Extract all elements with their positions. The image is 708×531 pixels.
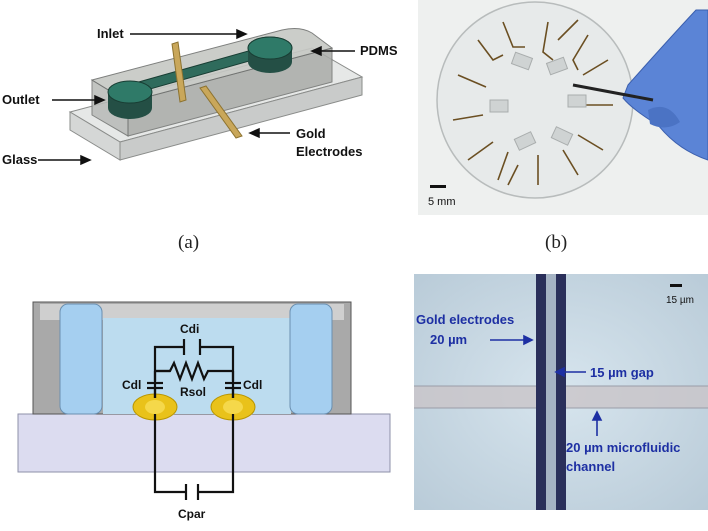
glass-slab-side bbox=[119, 76, 363, 161]
glove-finger bbox=[648, 106, 680, 128]
label-gold-line1: Gold bbox=[296, 126, 326, 141]
scale-label-d: 15 µm bbox=[666, 295, 694, 306]
device-3d-illustration: Inlet PDMS Outlet Glass Gold Electrodes bbox=[2, 26, 398, 167]
glass-wafer bbox=[436, 1, 634, 199]
device-pads bbox=[489, 51, 587, 151]
gloved-hand bbox=[622, 9, 708, 161]
label-glass: Glass bbox=[2, 152, 37, 167]
panel-c-circuit: Cdi Cdl Rsol Cdl Cpar bbox=[0, 290, 400, 531]
scale-bar-b bbox=[430, 185, 446, 188]
circuit-wires bbox=[147, 339, 241, 500]
substrate bbox=[17, 413, 391, 473]
tweezers bbox=[572, 83, 654, 102]
circuit-cross-section: Cdi Cdl Rsol Cdl Cpar bbox=[17, 301, 391, 521]
panel-a-arrows bbox=[38, 28, 355, 166]
label-gold-electrodes: Gold electrodes bbox=[416, 312, 514, 327]
gold-electrode-2 bbox=[199, 85, 243, 139]
outlet-reservoir bbox=[107, 80, 153, 104]
gold-electrode-d2 bbox=[556, 274, 566, 510]
gold-electrode-d1 bbox=[536, 274, 546, 510]
label-channel-line1: 20 µm microfluidic bbox=[566, 440, 680, 455]
label-gold-width: 20 µm bbox=[430, 332, 467, 347]
caption-b: (b) bbox=[545, 232, 568, 253]
label-gap: 15 µm gap bbox=[590, 365, 654, 380]
label-inlet: Inlet bbox=[97, 26, 124, 41]
outlet-reservoir-bottom bbox=[108, 97, 152, 119]
label-cdi: Cdi bbox=[180, 322, 199, 336]
micrograph-illustration: 15 µm Gold electrodes 20 µm 15 µm gap 20… bbox=[414, 274, 708, 510]
label-pdms: PDMS bbox=[360, 43, 398, 58]
column-left bbox=[59, 303, 103, 415]
scale-label-b: 5 mm bbox=[428, 196, 456, 208]
scale-bar-d bbox=[670, 284, 682, 287]
panel-b-photo: 5 mm bbox=[418, 0, 708, 215]
label-gold-line2: Electrodes bbox=[296, 144, 362, 159]
panel-d-arrows bbox=[490, 334, 603, 436]
label-cpar: Cpar bbox=[178, 507, 206, 521]
wafer-photo-illustration: 5 mm bbox=[418, 0, 708, 215]
label-cdl-left: Cdl bbox=[122, 378, 141, 392]
inlet-reservoir-top bbox=[247, 36, 293, 60]
caption-a: (a) bbox=[178, 232, 200, 253]
electrode-traces bbox=[452, 19, 613, 186]
label-outlet: Outlet bbox=[2, 92, 40, 107]
panel-a-device-schematic: Inlet PDMS Outlet Glass Gold Electrodes bbox=[0, 0, 400, 222]
label-rsol: Rsol bbox=[180, 385, 206, 399]
column-right bbox=[289, 303, 333, 415]
pdms-highlight bbox=[40, 304, 344, 320]
panel-d-micrograph: 15 µm Gold electrodes 20 µm 15 µm gap 20… bbox=[414, 274, 708, 510]
gold-electrode-1 bbox=[171, 41, 187, 103]
label-channel-line2: channel bbox=[566, 459, 615, 474]
label-cdl-right: Cdl bbox=[243, 378, 262, 392]
